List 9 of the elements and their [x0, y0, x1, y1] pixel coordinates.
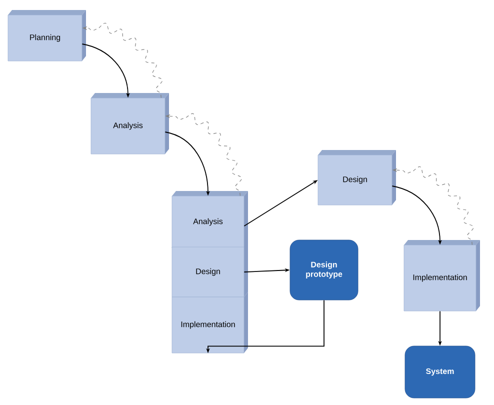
process-box: Design	[172, 242, 248, 298]
output-box: System	[404, 346, 476, 398]
process-box: Planning	[8, 10, 86, 62]
output-box: Design prototype	[290, 240, 358, 300]
process-box: Implementation	[404, 240, 480, 312]
process-box: Design	[318, 150, 396, 206]
process-box: Implementation	[172, 292, 248, 354]
process-box: Analysis	[90, 93, 169, 154]
process-box: Analysis	[172, 191, 248, 248]
